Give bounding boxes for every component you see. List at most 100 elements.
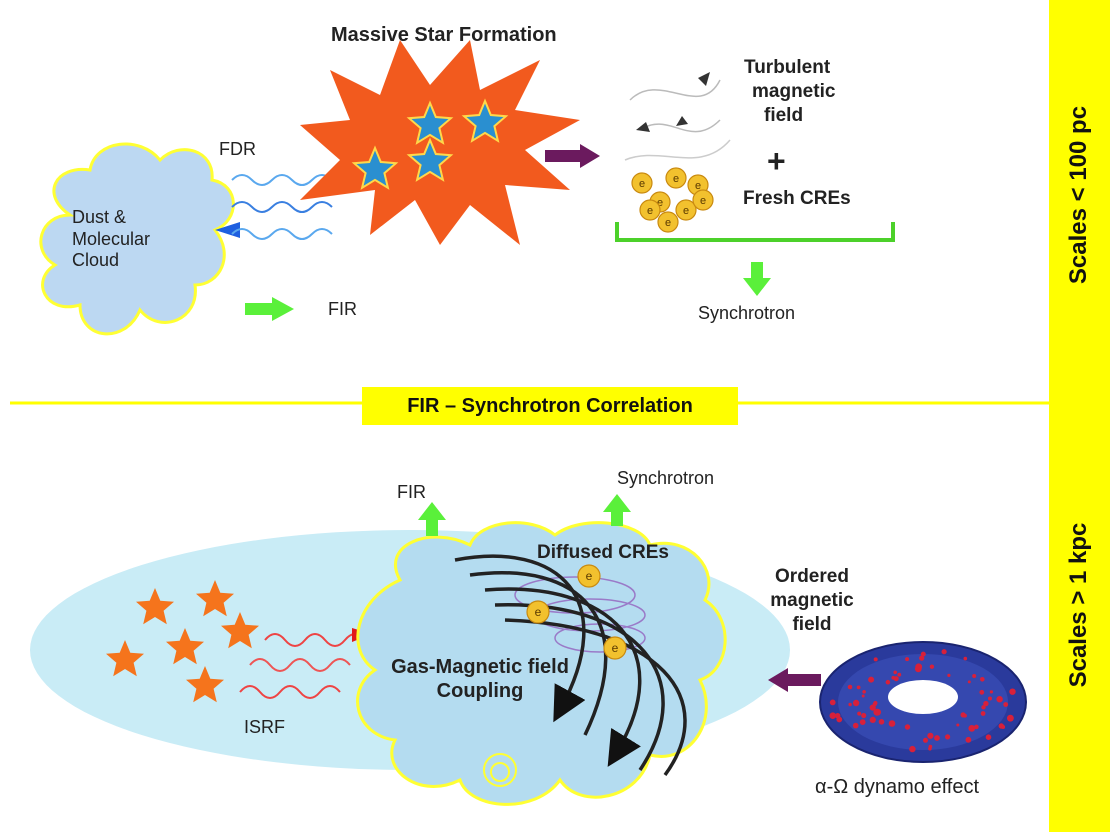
dynamo-dot <box>941 649 947 655</box>
dynamo-dot <box>968 725 976 732</box>
magnetic-arc-4 <box>454 554 586 723</box>
green-arrow-fir-body <box>245 303 275 315</box>
electron-symbol: e <box>665 217 671 229</box>
small-spiral-2 <box>490 762 510 782</box>
dust-cloud-label-line2: Molecular <box>72 228 151 249</box>
electron-symbol: e <box>700 195 706 207</box>
green-arrow-up-sync-icon <box>603 494 631 512</box>
dust-cloud-label-line1: Dust & <box>72 207 127 227</box>
fir-label-bottom: FIR <box>397 482 426 502</box>
electron-symbol: e <box>673 173 679 185</box>
purple-arrow-bottom-icon <box>768 668 788 692</box>
dynamo-dot <box>905 657 910 662</box>
diffused-cre-electron-icon <box>603 636 627 660</box>
dynamo-dot <box>979 689 985 695</box>
electron-symbol: e <box>586 569 593 583</box>
electron-symbol: e <box>639 178 645 190</box>
dynamo-dot <box>928 746 932 751</box>
purple-arrow-bottom-body <box>785 674 821 686</box>
fresh-cre-electron-icon <box>639 199 661 221</box>
scale-label-bottom: Scales > 1 kpc <box>1065 522 1092 688</box>
electron-symbol: e <box>695 180 701 192</box>
dynamo-dot <box>904 724 911 730</box>
isrf-wave-1 <box>264 633 366 647</box>
dynamo-dot <box>862 690 866 694</box>
dynamo-dot <box>1003 702 1009 707</box>
dynamo-dot <box>947 673 951 678</box>
dust-cloud-shape <box>39 142 235 336</box>
small-spiral-1 <box>483 753 517 787</box>
massive-star-formation-label: Massive Star Formation <box>331 24 557 46</box>
dynamo-dot <box>981 705 986 710</box>
dynamo-dot <box>980 677 985 682</box>
dynamo-effect-label: α-Ω dynamo effect <box>815 776 979 798</box>
dynamo-dot <box>985 734 992 740</box>
turbulent-field-line1: Turbulent <box>744 57 831 78</box>
dynamo-dot <box>963 656 968 661</box>
synchrotron-label-top: Synchrotron <box>698 303 796 323</box>
synchrotron-label-bottom: Synchrotron <box>617 468 715 488</box>
dynamo-dot <box>847 684 853 690</box>
turbulent-field-line2: magnetic <box>752 80 836 102</box>
dynamo-dot <box>974 724 979 730</box>
dynamo-dot <box>873 657 878 662</box>
blue-star-icon <box>406 100 454 145</box>
turbulent-field-line3: field <box>764 104 804 126</box>
dust-cloud-label-line3: Cloud <box>72 250 120 271</box>
dynamo-dot <box>956 723 960 727</box>
fresh-cre-electron-icon <box>675 199 697 221</box>
dynamo-dot <box>927 732 934 739</box>
diffused-cre-electron-icon <box>577 564 601 588</box>
dynamo-dot <box>857 711 862 716</box>
dynamo-dot <box>967 680 971 684</box>
purple-arrow-top-icon <box>580 144 600 168</box>
magnetic-arc-5 <box>504 618 687 777</box>
blue-star-icon <box>351 145 399 190</box>
orange-star-icon <box>106 640 144 677</box>
fresh-cre-electron-icon <box>665 167 687 189</box>
turbulent-field-arrow-2 <box>636 122 650 132</box>
ordered-field-line2: magnetic <box>770 589 854 611</box>
dynamo-dot <box>983 700 989 707</box>
green-arrow-down-body <box>751 262 763 280</box>
turbulent-field-line-2 <box>639 119 721 133</box>
orange-star-icon <box>221 612 259 649</box>
dynamo-dot <box>861 694 865 698</box>
electron-symbol: e <box>647 205 653 217</box>
green-arrow-up-fir-body <box>426 518 438 536</box>
dynamo-dot <box>972 674 977 678</box>
dynamo-dot <box>999 697 1003 702</box>
diffused-cre-electron-icon <box>526 600 550 624</box>
gas-coupling-line2: Coupling <box>436 680 524 702</box>
dynamo-dot <box>945 734 951 740</box>
fdr-wave-1 <box>231 174 333 186</box>
dynamo-dot <box>893 670 897 675</box>
dynamo-dot <box>878 719 885 725</box>
dynamo-dot <box>861 712 867 719</box>
dynamo-dot <box>923 737 928 743</box>
dynamo-dot <box>885 679 891 685</box>
green-arrow-fir-icon <box>272 297 294 321</box>
dynamo-dot <box>874 708 881 716</box>
fdr-arrow-icon <box>215 222 240 238</box>
dynamo-dot <box>852 699 860 707</box>
green-arrow-up-fir-icon <box>418 502 446 520</box>
dynamo-dot <box>859 719 866 725</box>
dynamo-dot <box>897 672 902 677</box>
gas-coupling-label: Gas-Magnetic field Coupling <box>360 655 600 703</box>
fresh-cre-electron-icon <box>692 189 714 211</box>
electron-symbol: e <box>535 605 542 619</box>
turbulent-field-arrow-1 <box>698 72 710 86</box>
electron-symbol: e <box>612 641 619 655</box>
dynamo-dot <box>989 690 994 694</box>
dynamo-dot <box>965 736 972 743</box>
dynamo-dot <box>929 664 935 669</box>
dynamo-dot <box>988 696 992 701</box>
ordered-field-line1: Ordered <box>775 566 849 587</box>
fdr-label: FDR <box>219 139 256 159</box>
fresh-cre-electron-icon <box>657 211 679 233</box>
cres-bracket <box>615 222 895 242</box>
plus-sign: + <box>767 143 786 179</box>
turbulent-field-arrow-3 <box>676 116 688 126</box>
